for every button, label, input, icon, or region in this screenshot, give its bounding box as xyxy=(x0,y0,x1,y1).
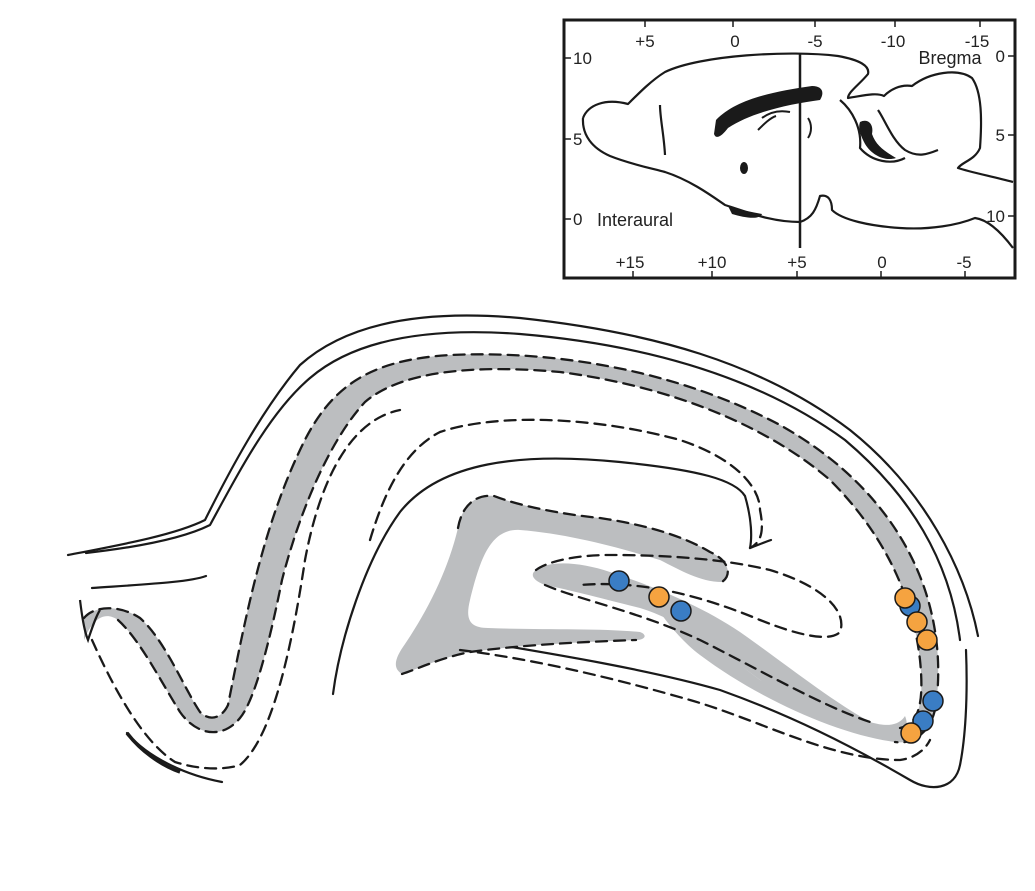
inset-frame xyxy=(562,18,1017,280)
tick-top-2: 0 xyxy=(730,32,739,51)
dentate-gyrus-layer xyxy=(395,495,728,674)
recording-site-blue xyxy=(922,690,944,712)
tick-bottom-4: 0 xyxy=(877,253,886,272)
boundary-outer xyxy=(66,314,980,638)
boundary-fimbria xyxy=(90,574,208,590)
dashed-ventral-left xyxy=(90,408,402,770)
boundary-alveus-inner xyxy=(331,457,773,696)
cell-layers xyxy=(84,354,939,743)
dashed-ca-inner xyxy=(116,367,923,734)
inset-tick-marks xyxy=(564,20,1015,278)
boundary-thick-lower xyxy=(125,731,181,774)
dashed-boundaries xyxy=(82,353,940,770)
brain-dark-structures xyxy=(714,86,896,218)
tick-left-2: 5 xyxy=(573,130,582,149)
dashed-dg-lower xyxy=(400,638,638,676)
dashed-ventral-right xyxy=(458,648,932,762)
dashed-inner-loop xyxy=(534,553,843,638)
boundary-ventral-left xyxy=(125,731,224,784)
brain-inner-lines xyxy=(757,110,812,139)
recording-site-blue xyxy=(670,600,692,622)
boundary-ventral xyxy=(468,638,968,789)
recording-sites xyxy=(608,570,944,744)
ca1-inner-band xyxy=(532,563,907,740)
outer-boundary-lines xyxy=(66,314,980,789)
hippocampus-section xyxy=(66,314,980,789)
tick-bottom-1: +15 xyxy=(616,253,645,272)
dashed-stratum xyxy=(368,418,763,550)
tick-left-3: 0 xyxy=(573,210,582,229)
recording-site-orange xyxy=(916,629,938,651)
tick-top-4: -10 xyxy=(881,32,906,51)
recording-site-orange xyxy=(648,586,670,608)
recording-site-orange xyxy=(906,611,928,633)
dashed-inner-band xyxy=(543,583,872,724)
sagittal-inset: +5 0 -5 -10 -15 +15 +10 +5 0 -5 10 5 0 0… xyxy=(562,18,1017,280)
fimbria-hook xyxy=(78,599,101,644)
recording-site-blue xyxy=(608,570,630,592)
label-bregma: Bregma xyxy=(918,48,982,68)
tick-bottom-3: +5 xyxy=(787,253,806,272)
dashed-ca-outer xyxy=(82,353,940,744)
tick-top-5: -15 xyxy=(965,32,990,51)
tick-left-1: 10 xyxy=(573,49,592,68)
tick-bottom-2: +10 xyxy=(698,253,727,272)
brain-outline xyxy=(581,52,1014,249)
tick-top-1: +5 xyxy=(635,32,654,51)
dashed-dg-upper xyxy=(456,494,729,584)
tick-top-3: -5 xyxy=(807,32,822,51)
tick-right-2: 5 xyxy=(996,126,1005,145)
recording-site-orange xyxy=(900,722,922,744)
tick-bottom-5: -5 xyxy=(956,253,971,272)
label-interaural: Interaural xyxy=(597,210,673,230)
tick-right-1: 0 xyxy=(996,47,1005,66)
boundary-outer-inner xyxy=(84,331,962,642)
recording-site-orange xyxy=(894,587,916,609)
tick-right-3: 10 xyxy=(986,207,1005,226)
